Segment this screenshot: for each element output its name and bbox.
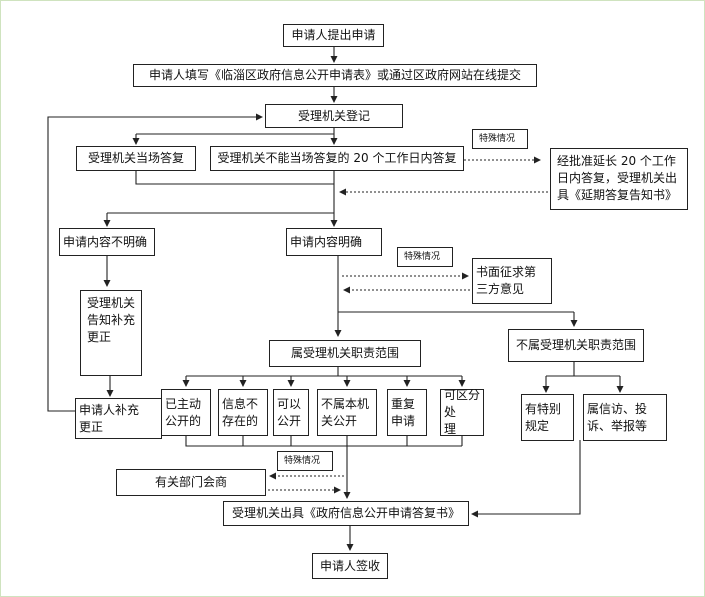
line-outside-split <box>546 362 620 377</box>
step-answer-in-20-days: 受理机关不能当场答复的 20 个工作日内答复 <box>210 146 464 171</box>
case-disclosed: 已主动 公开的 <box>161 389 211 436</box>
case-not-disclose: 不属本机 关公开 <box>317 389 377 436</box>
step-third-party: 书面征求第 三方意见 <box>472 258 552 304</box>
label-special-case-3: 特殊情况 <box>277 451 333 471</box>
case-partial: 可区分处 理 <box>440 388 484 436</box>
step-fill-form: 申请人填写《临淄区政府信息公开申请表》或通过区政府网站在线提交 <box>133 64 537 87</box>
case-not-exist: 信息不 存在的 <box>218 389 268 436</box>
step-within-scope: 属受理机关职责范围 <box>269 340 421 367</box>
case-petition: 属信访、投 诉、举报等 <box>583 394 667 441</box>
step-issue-reply: 受理机关出具《政府信息公开申请答复书》 <box>223 501 469 526</box>
step-unclear: 申请内容不明确 <box>59 228 155 256</box>
step-outside-scope: 不属受理机关职责范围 <box>508 329 644 362</box>
step-sign: 申请人签收 <box>312 553 388 579</box>
step-register: 受理机关登记 <box>265 104 403 128</box>
step-answer-on-spot: 受理机关当场答复 <box>76 146 196 171</box>
step-consult: 有关部门会商 <box>116 469 266 496</box>
line-onspot-merge <box>135 171 334 185</box>
line-categories-merge <box>185 436 462 447</box>
step-applicant-correction: 申请人补充 更正 <box>75 398 162 439</box>
line-categories-stubs <box>242 436 463 446</box>
case-special-rule: 有特别 规定 <box>521 394 574 441</box>
arrow-outside-to-reply <box>471 440 581 518</box>
arrow-correction-loop <box>47 113 263 412</box>
case-can-disclose: 可以 公开 <box>273 389 309 436</box>
step-notify-correction: 受理机关 告知补充 更正 <box>80 290 142 376</box>
step-start: 申请人提出申请 <box>283 24 384 47</box>
case-repeat: 重复 申请 <box>387 389 427 436</box>
step-extension: 经批准延长 20 个工作日内答复，受理机关出具《延期答复告知书》 <box>550 148 688 210</box>
label-special-case-1: 特殊情况 <box>472 129 528 149</box>
step-clear: 申请内容明确 <box>286 228 382 256</box>
line-within-split <box>186 366 462 377</box>
arrow-register-split <box>136 127 335 144</box>
label-special-case-2: 特殊情况 <box>397 247 453 267</box>
